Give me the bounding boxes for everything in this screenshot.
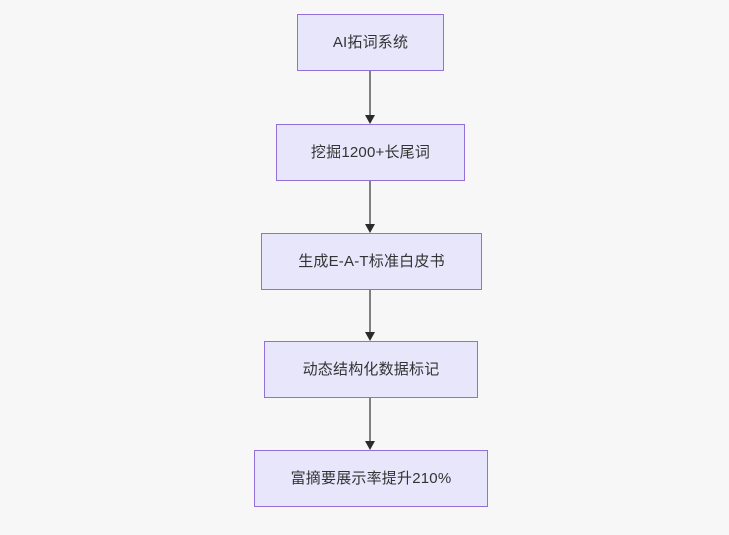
flow-node-label: 富摘要展示率提升210%: [290, 469, 452, 487]
flow-node-label: 生成E-A-T标准白皮书: [298, 252, 445, 270]
flow-node-mine-longtail-keywords[interactable]: 挖掘1200+长尾词: [276, 124, 465, 181]
edge-line: [369, 181, 371, 225]
arrow-down-icon: [365, 441, 375, 450]
arrow-down-icon: [365, 332, 375, 341]
flow-node-rich-snippet-uplift[interactable]: 富摘要展示率提升210%: [254, 450, 488, 507]
edge-line: [369, 71, 371, 116]
arrow-down-icon: [365, 224, 375, 233]
flow-edge-4: [360, 398, 380, 450]
flow-node-label: AI拓词系统: [332, 33, 409, 51]
arrow-down-icon: [365, 115, 375, 124]
flow-node-generate-eat-whitepaper[interactable]: 生成E-A-T标准白皮书: [261, 233, 482, 290]
flow-node-dynamic-structured-data[interactable]: 动态结构化数据标记: [264, 341, 478, 398]
flow-node-label: 动态结构化数据标记: [302, 360, 440, 378]
flow-edge-3: [360, 290, 380, 341]
flow-node-label: 挖掘1200+长尾词: [310, 143, 431, 161]
flow-edge-2: [360, 181, 380, 233]
edge-line: [369, 290, 371, 333]
flow-edge-1: [360, 71, 380, 124]
edge-line: [369, 398, 371, 442]
flow-node-ai-keyword-system[interactable]: AI拓词系统: [297, 14, 444, 71]
